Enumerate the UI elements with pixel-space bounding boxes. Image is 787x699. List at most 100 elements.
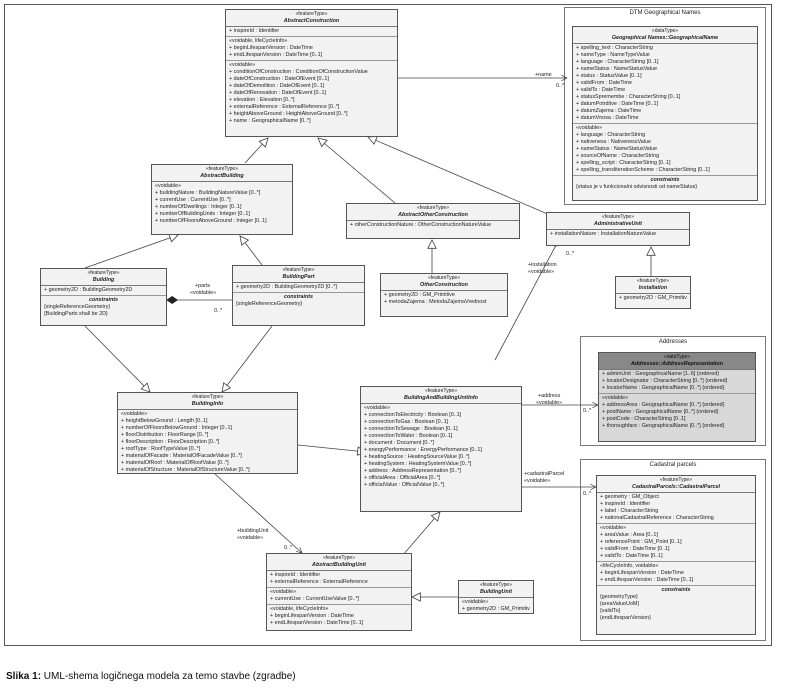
label-installation-stereo: «voidable»: [528, 269, 555, 275]
assoc-buildingunit: [214, 473, 302, 553]
class-compartment: + geometry2D : GM_Primitive: [616, 294, 690, 303]
assoc-installation: [494, 247, 555, 361]
class-attribute: «voidable»: [364, 405, 391, 411]
class-attribute: + postName : GeographicalName [0..*] {or…: [602, 409, 719, 415]
class-compartment: + otherConstructionNature : OtherConstru…: [347, 221, 519, 230]
class-attribute: + numberOfDwellings : Integer [0..1]: [155, 204, 242, 210]
class-attribute: + validTo : DateTime: [576, 87, 626, 93]
class-attribute: + nativeness : NativenessValue: [576, 139, 651, 145]
class-header: «featureType»Building: [41, 269, 166, 286]
class-attribute: + beginLifespanVersion : DateTime: [600, 570, 684, 576]
class-attribute: + buildingNature : BuildingNatureValue […: [155, 190, 261, 196]
class-attribute: + connectionToElectricity : Boolean [0..…: [364, 412, 462, 418]
class-attribute: + areaValue : Area [0..1]: [600, 532, 658, 538]
class-attribute: «voidable»: [602, 395, 629, 401]
class-attribute: + sourceOfName : CharacterString: [576, 153, 660, 159]
class-compartment: «voidable»+ geometry2D : GM_Primitive: [459, 598, 533, 614]
class-name: AbstractBuilding: [200, 173, 244, 179]
package-title: DTM Geographical Names: [629, 10, 701, 16]
class-compartment: + adminUnit : GeographicalName [1..6] {o…: [599, 370, 755, 394]
class-attribute: + inspireId : Identifier: [229, 28, 280, 34]
class-abstract-other-construction: «featureType»AbstractOtherConstruction+ …: [346, 203, 520, 239]
class-attribute: + geometry2D : BuildingGeometry2D: [44, 287, 133, 293]
class-building-and-building-unit-info: «featureType»BuildingAndBuildingUnitInfo…: [360, 386, 522, 512]
class-attribute: + currentUse : CurrentUseValue [0..*]: [270, 596, 360, 602]
class-header: «featureType»AdministrativeUnit: [547, 213, 689, 230]
class-compartment: «voidable»+ currentUse : CurrentUseValue…: [267, 588, 411, 605]
class-attribute: + validTo : DateTime [0..1]: [600, 553, 663, 559]
constraint: {singleReferenceGeometry}: [236, 301, 303, 307]
class-attribute: + datumZajema : DateTime: [576, 108, 642, 114]
class-attribute: + nameStatus : NameStatusValue: [576, 146, 657, 152]
class-header: «featureType»BuildingAndBuildingUnitInfo: [361, 387, 521, 404]
class-stereotype: «dataType»: [651, 28, 679, 34]
class-address-representation: «dataType»Addresses::AddressRepresentati…: [598, 352, 756, 442]
class-attribute: + validFrom : DateTime [0..1]: [600, 546, 670, 552]
class-attribute: + geometry2D : BuildingGeometry2D [0..*]: [236, 284, 337, 290]
constraint: {geometryType}: [600, 594, 638, 600]
class-compartment: «voidable»+ areaValue : Area [0..1]+ ref…: [597, 524, 755, 562]
class-attribute: + adminUnit : GeographicalName [1..6] {o…: [602, 371, 720, 377]
class-attribute: + label : CharacterString: [600, 508, 659, 514]
class-stereotype: «dataType»: [663, 354, 691, 360]
class-administrative-unit: «featureType»AdministrativeUnit+ install…: [546, 212, 690, 246]
class-attribute: + floorDescription : FloorDescription [0…: [121, 439, 220, 445]
class-compartment: + inspireId : Identifier+ externalRefere…: [267, 571, 411, 588]
class-stereotype: «featureType»: [87, 270, 120, 276]
class-attribute: + materialOfStructure : MaterialOfStruct…: [121, 467, 250, 473]
figure-caption: Slika 1: UML-shema logičnega modela za t…: [6, 671, 296, 682]
label-buildingunit-mult: 0..*: [284, 545, 293, 551]
class-attribute: + heightBelowGround : Length [0..1]: [121, 418, 208, 424]
class-attribute: + currentUse : CurrentUse [0..*]: [155, 197, 231, 203]
class-building-unit: «featureType»BuildingUnit«voidable»+ geo…: [458, 580, 534, 614]
class-attribute: + dateOfRenovation : DateOfEvent [0..1]: [229, 90, 326, 96]
class-constraints: constraints{singleReferenceGeometry}{Bui…: [41, 296, 166, 319]
label-address-stereo: «voidable»: [536, 400, 563, 406]
class-geographical-name: «dataType»Geographical Names::Geographic…: [572, 26, 758, 201]
class-attribute: + referencePoint : GM_Point [0..1]: [600, 539, 682, 545]
class-attribute: + materialOfFacade : MaterialOfFacadeVal…: [121, 453, 242, 459]
class-attribute: + floorDistribution : FloorRange [0..*]: [121, 432, 209, 438]
class-attribute: + officialArea : OfficialArea [0..*]: [364, 475, 441, 481]
class-building-info: «featureType»BuildingInfo«voidable»+ hei…: [117, 392, 298, 474]
label-name-role: +name: [535, 72, 552, 78]
class-header: «featureType»AbstractOtherConstruction: [347, 204, 519, 221]
class-attribute: + officialValue : OfficialValue [0..*]: [364, 482, 445, 488]
class-attribute: + roofType : RoofTypeValue [0..*]: [121, 446, 201, 452]
class-stereotype: «featureType»: [282, 267, 315, 273]
class-name: BuildingUnit: [479, 589, 513, 595]
class-stereotype: «featureType»: [425, 388, 457, 394]
class-compartment: + geometry2D : BuildingGeometry2D [0..*]: [233, 283, 364, 293]
class-name: BuildingPart: [282, 274, 315, 280]
class-attribute: + dateOfConstruction : DateOfEvent [0..1…: [229, 76, 329, 82]
label-parts-mult: 0..*: [214, 308, 223, 314]
class-attribute: «voidable»: [270, 589, 297, 595]
class-attribute: + numberOfFloorsBelowGround : Integer [0…: [121, 425, 233, 431]
class-attribute: + endLifespanVersion : DateTime [0..1]: [600, 577, 694, 583]
class-stereotype: «featureType»: [417, 205, 449, 211]
class-header: «dataType»Geographical Names::Geographic…: [573, 27, 757, 44]
label-parts-role: +parts: [195, 283, 211, 289]
label-buildingunit-stereo: «voidable»: [237, 535, 264, 541]
class-attribute: + connectionToWater : Boolean [0..1]: [364, 433, 453, 439]
class-attribute: «lifeCycleInfo, voidable»: [600, 563, 659, 569]
class-attribute: + beginLifespanVersion : DateTime: [270, 613, 354, 619]
class-attribute: + datumVnosa : DateTime: [576, 115, 639, 121]
package-title: Cadastral parcels: [649, 462, 697, 468]
class-attribute: + beginLifespanVersion : DateTime: [229, 45, 313, 51]
class-attribute: + locatorName : GeographicalName [0..*] …: [602, 385, 725, 391]
class-attribute: + installationNature : InstallationNatur…: [550, 231, 657, 237]
class-attribute: + datumPotrditve : DateTime [0..1]: [576, 101, 659, 107]
class-attribute: + heatingSystem : HeatingSystemValue [0.…: [364, 461, 472, 467]
class-attribute: + endLifespanVersion : DateTime [0..1]: [270, 620, 364, 626]
class-header: «featureType»CadastralParcels::Cadastral…: [597, 476, 755, 493]
label-installation-role: +installation: [528, 262, 557, 268]
class-attribute: + externalReference : ExternalReference …: [229, 104, 340, 110]
class-attribute: + status : StatusValue [0..1]: [576, 73, 642, 79]
gen-buildingpart-buildinginfo: [222, 325, 273, 392]
constraint: {singleReferenceGeometry}: [44, 304, 111, 310]
class-constraints: constraints{geometryType}{areaValueUoM}{…: [597, 586, 755, 623]
class-name: BuildingInfo: [191, 401, 224, 407]
class-name: AbstractOtherConstruction: [398, 212, 468, 218]
